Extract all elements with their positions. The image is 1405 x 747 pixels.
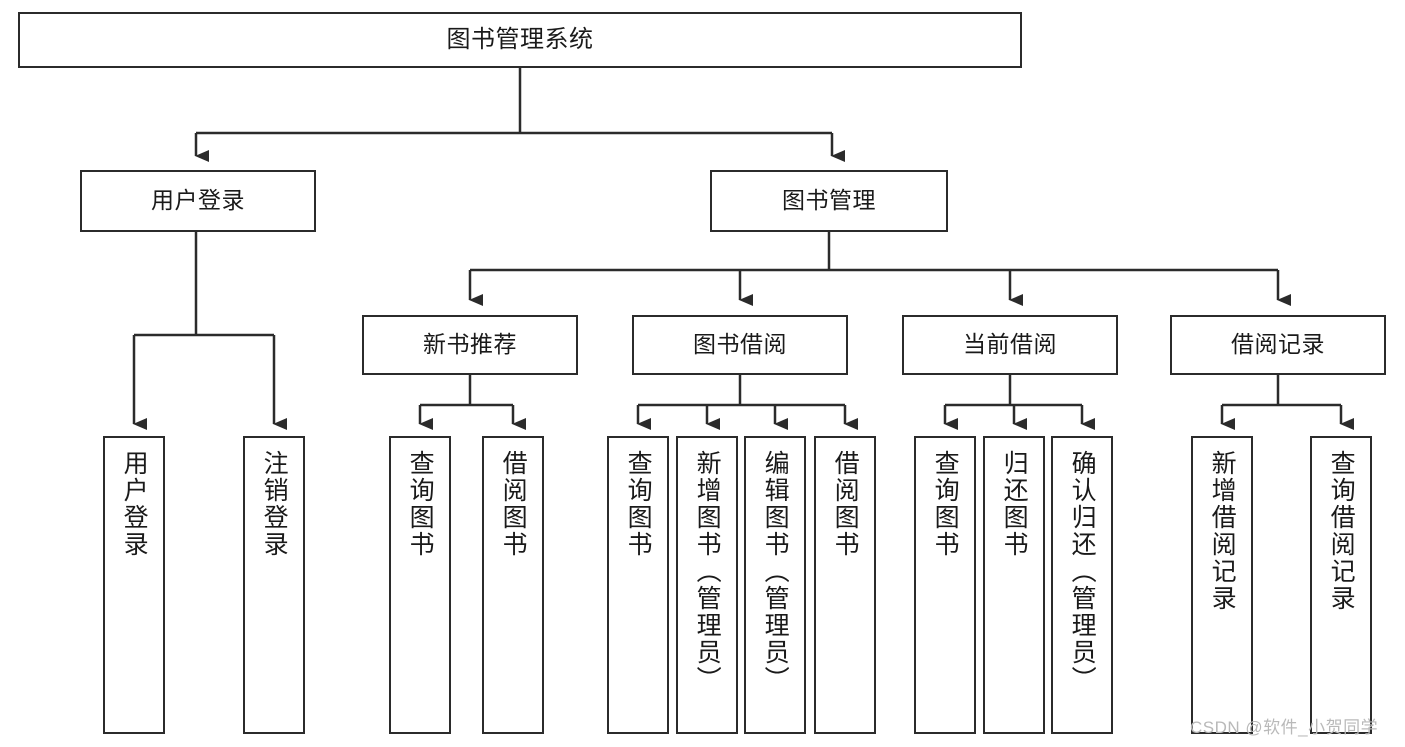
leaf-recommend-borrow-book[interactable]: 借阅图书 (482, 436, 544, 734)
node-label: 新增图书（管理员） (693, 450, 722, 693)
leaf-record-query-record[interactable]: 查询借阅记录 (1310, 436, 1372, 734)
node-label: 确认归还（管理员） (1068, 450, 1097, 693)
node-label: 图书管理 (782, 187, 876, 214)
leaf-borrow-query-book[interactable]: 查询图书 (607, 436, 669, 734)
node-label: 归还图书 (1000, 450, 1029, 558)
node-book-borrow[interactable]: 图书借阅 (632, 315, 848, 375)
node-borrow-record[interactable]: 借阅记录 (1170, 315, 1386, 375)
node-label: 当前借阅 (963, 331, 1057, 358)
leaf-logout-login[interactable]: 注销登录 (243, 436, 305, 734)
node-label: 查询图书 (931, 450, 960, 558)
node-current-borrow[interactable]: 当前借阅 (902, 315, 1118, 375)
node-label: 编辑图书（管理员） (761, 450, 790, 693)
node-label: 图书管理系统 (446, 25, 594, 53)
node-label: 用户登录 (151, 187, 245, 214)
node-label: 图书借阅 (693, 331, 787, 358)
csdn-watermark: CSDN @软件_小贺同学 (1190, 718, 1379, 737)
node-label: 查询图书 (624, 450, 653, 558)
leaf-current-query-book[interactable]: 查询图书 (914, 436, 976, 734)
leaf-recommend-query-book[interactable]: 查询图书 (389, 436, 451, 734)
node-label: 借阅记录 (1231, 331, 1325, 358)
node-label: 查询图书 (406, 450, 435, 558)
node-label: 查询借阅记录 (1327, 450, 1356, 612)
node-new-book-recommend[interactable]: 新书推荐 (362, 315, 578, 375)
leaf-user-login[interactable]: 用户登录 (103, 436, 165, 734)
node-root-system[interactable]: 图书管理系统 (18, 12, 1022, 68)
node-label: 用户登录 (120, 450, 149, 558)
leaf-borrow-borrow-book[interactable]: 借阅图书 (814, 436, 876, 734)
leaf-borrow-edit-book-admin[interactable]: 编辑图书（管理员） (744, 436, 806, 734)
leaf-record-add-record[interactable]: 新增借阅记录 (1191, 436, 1253, 734)
node-label: 注销登录 (260, 450, 289, 558)
node-label: 新增借阅记录 (1208, 450, 1237, 612)
node-label: 新书推荐 (423, 331, 517, 358)
node-user-login[interactable]: 用户登录 (80, 170, 316, 232)
node-label: 借阅图书 (499, 450, 528, 558)
leaf-current-confirm-return-admin[interactable]: 确认归还（管理员） (1051, 436, 1113, 734)
leaf-current-return-book[interactable]: 归还图书 (983, 436, 1045, 734)
node-book-management[interactable]: 图书管理 (710, 170, 948, 232)
leaf-borrow-add-book-admin[interactable]: 新增图书（管理员） (676, 436, 738, 734)
node-label: 借阅图书 (831, 450, 860, 558)
